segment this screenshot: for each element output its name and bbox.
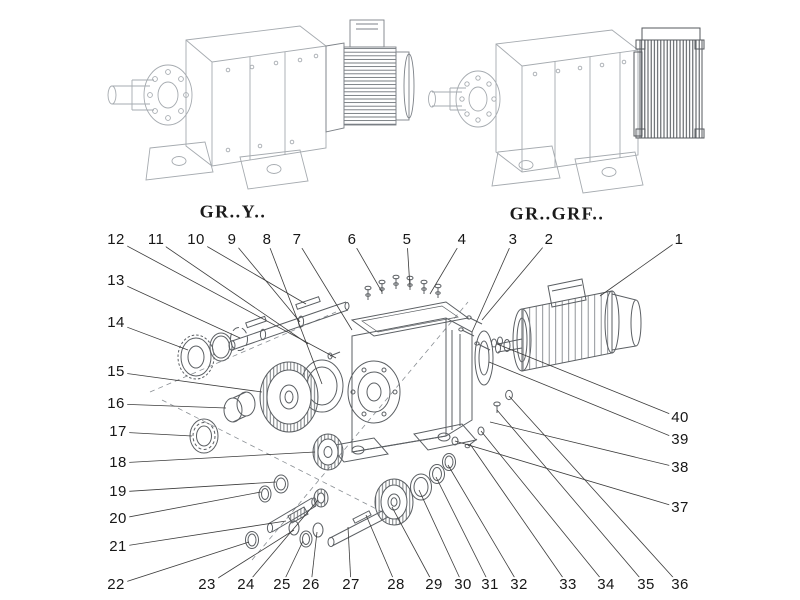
leader-line-16 <box>115 403 227 409</box>
gearmotor-flange-view <box>428 29 644 194</box>
part-number-10: 10 <box>185 231 207 249</box>
part-number-33: 33 <box>557 576 579 594</box>
part-number-27: 27 <box>340 576 362 594</box>
exploded-view <box>149 274 642 561</box>
output-shaft-set <box>288 453 456 548</box>
gear-housing <box>329 301 494 463</box>
part-number-11: 11 <box>145 231 167 249</box>
part-number-6: 6 <box>345 231 359 249</box>
leader-line-8 <box>266 239 323 385</box>
leader-line-29 <box>391 506 435 586</box>
leader-line-19 <box>117 481 277 493</box>
part-number-34: 34 <box>595 576 617 594</box>
part-number-29: 29 <box>423 576 445 594</box>
leader-line-34 <box>480 430 607 586</box>
part-number-40: 40 <box>669 409 691 427</box>
part-number-31: 31 <box>479 576 501 594</box>
leader-line-2 <box>481 239 550 321</box>
part-number-19: 19 <box>107 483 129 501</box>
leader-line-33 <box>469 443 569 586</box>
part-number-2: 2 <box>542 231 556 249</box>
leader-line-40 <box>496 343 681 419</box>
leader-line-6 <box>351 239 383 293</box>
part-number-15: 15 <box>105 363 127 381</box>
leader-line-28 <box>365 514 397 586</box>
motor-flange-bolts <box>458 315 503 351</box>
compact-motor-right-view <box>633 27 705 139</box>
leader-line-21 <box>117 520 287 548</box>
leader-line-1 <box>599 239 680 297</box>
part-number-21: 21 <box>107 538 129 556</box>
leader-line-23 <box>206 529 295 586</box>
leader-line-31 <box>435 476 491 586</box>
intermediate-gear-set <box>258 433 344 503</box>
part-number-30: 30 <box>452 576 474 594</box>
input-shaft <box>228 296 350 360</box>
part-number-4: 4 <box>455 231 469 249</box>
leader-line-38 <box>489 421 681 469</box>
part-number-12: 12 <box>105 231 127 249</box>
view-label-left: GR..Y.. <box>199 201 267 222</box>
leader-line-13 <box>115 280 241 339</box>
view-label-right: GR..GRF.. <box>509 203 605 224</box>
plugs-and-fittings <box>451 389 513 449</box>
leader-line-14 <box>115 322 189 351</box>
leader-line-7 <box>296 239 353 331</box>
part-number-8: 8 <box>260 231 274 249</box>
part-number-35: 35 <box>635 576 657 594</box>
part-number-23: 23 <box>196 576 218 594</box>
bearing-and-rings <box>177 327 248 380</box>
leader-line-36 <box>508 395 681 586</box>
leader-line-39 <box>488 361 681 441</box>
leader-line-37 <box>454 440 681 509</box>
leader-line-26 <box>310 531 318 586</box>
part-number-37: 37 <box>669 499 691 517</box>
leader-line-4 <box>429 239 463 295</box>
part-number-7: 7 <box>290 231 304 249</box>
part-number-20: 20 <box>107 510 129 528</box>
part-number-36: 36 <box>669 576 691 594</box>
leader-line-11 <box>155 239 309 345</box>
helical-gear-large <box>259 359 344 433</box>
leader-line-18 <box>117 451 316 464</box>
part-number-25: 25 <box>271 576 293 594</box>
part-number-38: 38 <box>669 459 691 477</box>
leader-line-35 <box>496 409 647 586</box>
part-number-22: 22 <box>105 576 127 594</box>
leader-line-30 <box>418 489 464 586</box>
leader-line-15 <box>115 371 263 393</box>
leader-line-5 <box>406 239 411 289</box>
leader-line-12 <box>115 239 337 359</box>
leader-line-32 <box>447 464 520 586</box>
part-number-26: 26 <box>300 576 322 594</box>
leader-line-10 <box>195 239 307 305</box>
part-number-16: 16 <box>105 395 127 413</box>
leader-line-27 <box>347 526 352 586</box>
part-number-14: 14 <box>105 314 127 332</box>
part-number-32: 32 <box>508 576 530 594</box>
gearmotor-foot-mounted-view <box>107 25 327 190</box>
part-number-3: 3 <box>506 231 520 249</box>
part-number-17: 17 <box>107 423 129 441</box>
part-number-39: 39 <box>669 431 691 449</box>
part-number-1: 1 <box>672 231 686 249</box>
part-number-18: 18 <box>107 454 129 472</box>
leader-line-24 <box>245 499 319 586</box>
motor <box>495 278 642 372</box>
motor-left-view <box>325 19 415 133</box>
part-number-24: 24 <box>235 576 257 594</box>
leader-line-17 <box>117 431 193 437</box>
leader-line-3 <box>471 239 514 333</box>
leader-line-22 <box>115 541 250 586</box>
leader-line-20 <box>117 491 262 520</box>
part-number-28: 28 <box>385 576 407 594</box>
part-number-5: 5 <box>400 231 414 249</box>
part-number-13: 13 <box>105 272 127 290</box>
part-number-9: 9 <box>225 231 239 249</box>
